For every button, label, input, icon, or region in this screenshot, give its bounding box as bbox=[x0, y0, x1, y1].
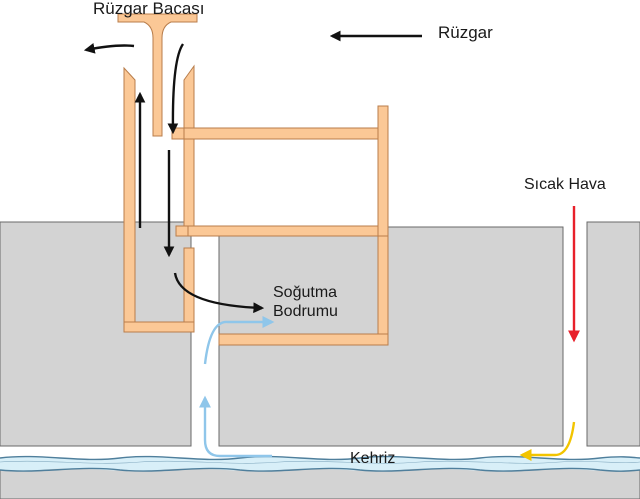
tower-left-wall bbox=[123, 66, 136, 331]
water-line-bottom bbox=[0, 467, 640, 472]
intake-down-arrow bbox=[167, 43, 185, 135]
room-floor bbox=[218, 333, 389, 346]
floor-slab bbox=[123, 321, 195, 333]
air-outflow-arrow bbox=[83, 43, 135, 54]
basement-curve-arrow bbox=[173, 272, 265, 314]
lower-lip bbox=[175, 225, 189, 237]
chimney-cap bbox=[117, 13, 198, 137]
wind-chimney-label: Rüzgar Bacası bbox=[93, 0, 205, 18]
tower-right-wall-upper bbox=[183, 64, 195, 233]
qanat-label: Kehriz bbox=[350, 450, 396, 467]
ground-right bbox=[586, 221, 640, 447]
cooling-basement-label-line1: Soğutma bbox=[273, 284, 338, 301]
cool-air-bottom-arrow bbox=[199, 395, 272, 458]
tower-right-wall-lower bbox=[183, 247, 195, 323]
room-right-wall-lower bbox=[377, 235, 389, 335]
ground-bottom bbox=[0, 466, 640, 499]
cooling-basement-label-line2: Bodrumu bbox=[273, 303, 338, 320]
ground bbox=[0, 221, 640, 499]
qanat-inflow-arrow bbox=[519, 421, 576, 461]
qanat-channel bbox=[0, 455, 640, 472]
ground-left bbox=[0, 221, 192, 447]
cool-air-arrows bbox=[199, 316, 275, 458]
ceiling-upper bbox=[183, 127, 389, 140]
warm-air-label: Sıcak Hava bbox=[524, 176, 606, 193]
air-flow-arrows bbox=[83, 30, 422, 314]
ceiling-lower bbox=[183, 225, 389, 237]
water-line-top bbox=[0, 455, 640, 461]
wind-label: Rüzgar bbox=[438, 23, 493, 42]
cool-air-upper-arrow bbox=[203, 316, 275, 365]
building-structure bbox=[117, 13, 389, 346]
room-right-wall-upper bbox=[377, 105, 389, 237]
cooling-basement-label: Soğutma Bodrumu bbox=[273, 283, 338, 321]
